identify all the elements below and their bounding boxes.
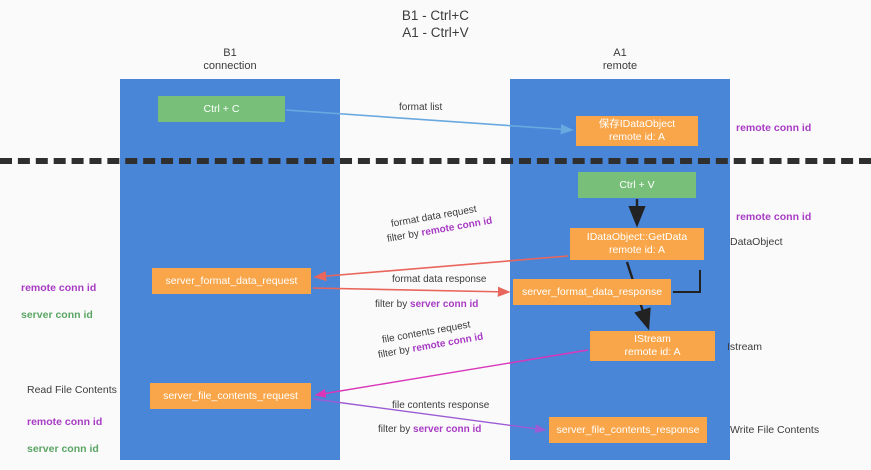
page-title: B1 - Ctrl+C A1 - Ctrl+V bbox=[401, 8, 470, 40]
annotation-remote-conn-id-mid: remote conn id bbox=[736, 211, 812, 223]
filter-key: server conn id bbox=[410, 299, 479, 310]
annotation-left-conn-ids-top: remote conn id server conn id bbox=[21, 268, 96, 336]
annotation-dataobject: DataObject bbox=[730, 236, 783, 248]
node-server-file-contents-request[interactable]: server_file_contents_request bbox=[150, 383, 311, 409]
node-ctrl-v[interactable]: Ctrl + V bbox=[578, 172, 696, 198]
annotation-left-conn-ids-bottom: remote conn id server conn id bbox=[27, 402, 102, 470]
annotation-remote-conn-id-2: remote conn id bbox=[27, 415, 103, 428]
node-ctrl-c[interactable]: Ctrl + C bbox=[158, 96, 285, 122]
filter-prefix: filter by bbox=[375, 299, 411, 310]
annotation-write-file-contents: Write File Contents bbox=[730, 424, 820, 436]
filter-prefix: filter by bbox=[378, 424, 414, 435]
node-server-format-data-response[interactable]: server_format_data_response bbox=[513, 279, 671, 305]
node-idataobject-getdata[interactable]: IDataObject::GetData remote id: A bbox=[570, 228, 704, 260]
node-server-format-data-request[interactable]: server_format_data_request bbox=[152, 268, 311, 294]
label-file-contents-response-filter: filter by server conn id bbox=[378, 423, 481, 436]
annotation-remote-conn-id: remote conn id bbox=[21, 281, 97, 294]
annotation-read-file-contents: Read File Contents bbox=[27, 384, 117, 396]
column-header-a1: A1 remote bbox=[602, 47, 638, 72]
annotation-remote-conn-id-top: remote conn id bbox=[736, 122, 812, 134]
label-format-data-response-filter: filter by server conn id bbox=[375, 298, 478, 311]
node-server-file-contents-response[interactable]: server_file_contents_response bbox=[549, 417, 707, 443]
node-istream[interactable]: IStream remote id: A bbox=[590, 331, 715, 361]
annotation-server-conn-id-2: server conn id bbox=[27, 442, 99, 455]
label-format-data-response: format data response bbox=[392, 274, 487, 285]
annotation-server-conn-id: server conn id bbox=[21, 308, 93, 321]
edge-format-data-response bbox=[312, 286, 511, 297]
phase-divider bbox=[0, 158, 871, 164]
label-file-contents-response: file contents response bbox=[392, 400, 490, 411]
filter-key: server conn id bbox=[413, 424, 482, 435]
column-header-b1: B1 connection bbox=[203, 47, 257, 72]
node-save-idataobject[interactable]: 保存IDataObject remote id: A bbox=[576, 116, 698, 146]
label-format-list: format list bbox=[399, 102, 443, 113]
annotation-istream: Istream bbox=[727, 341, 763, 353]
